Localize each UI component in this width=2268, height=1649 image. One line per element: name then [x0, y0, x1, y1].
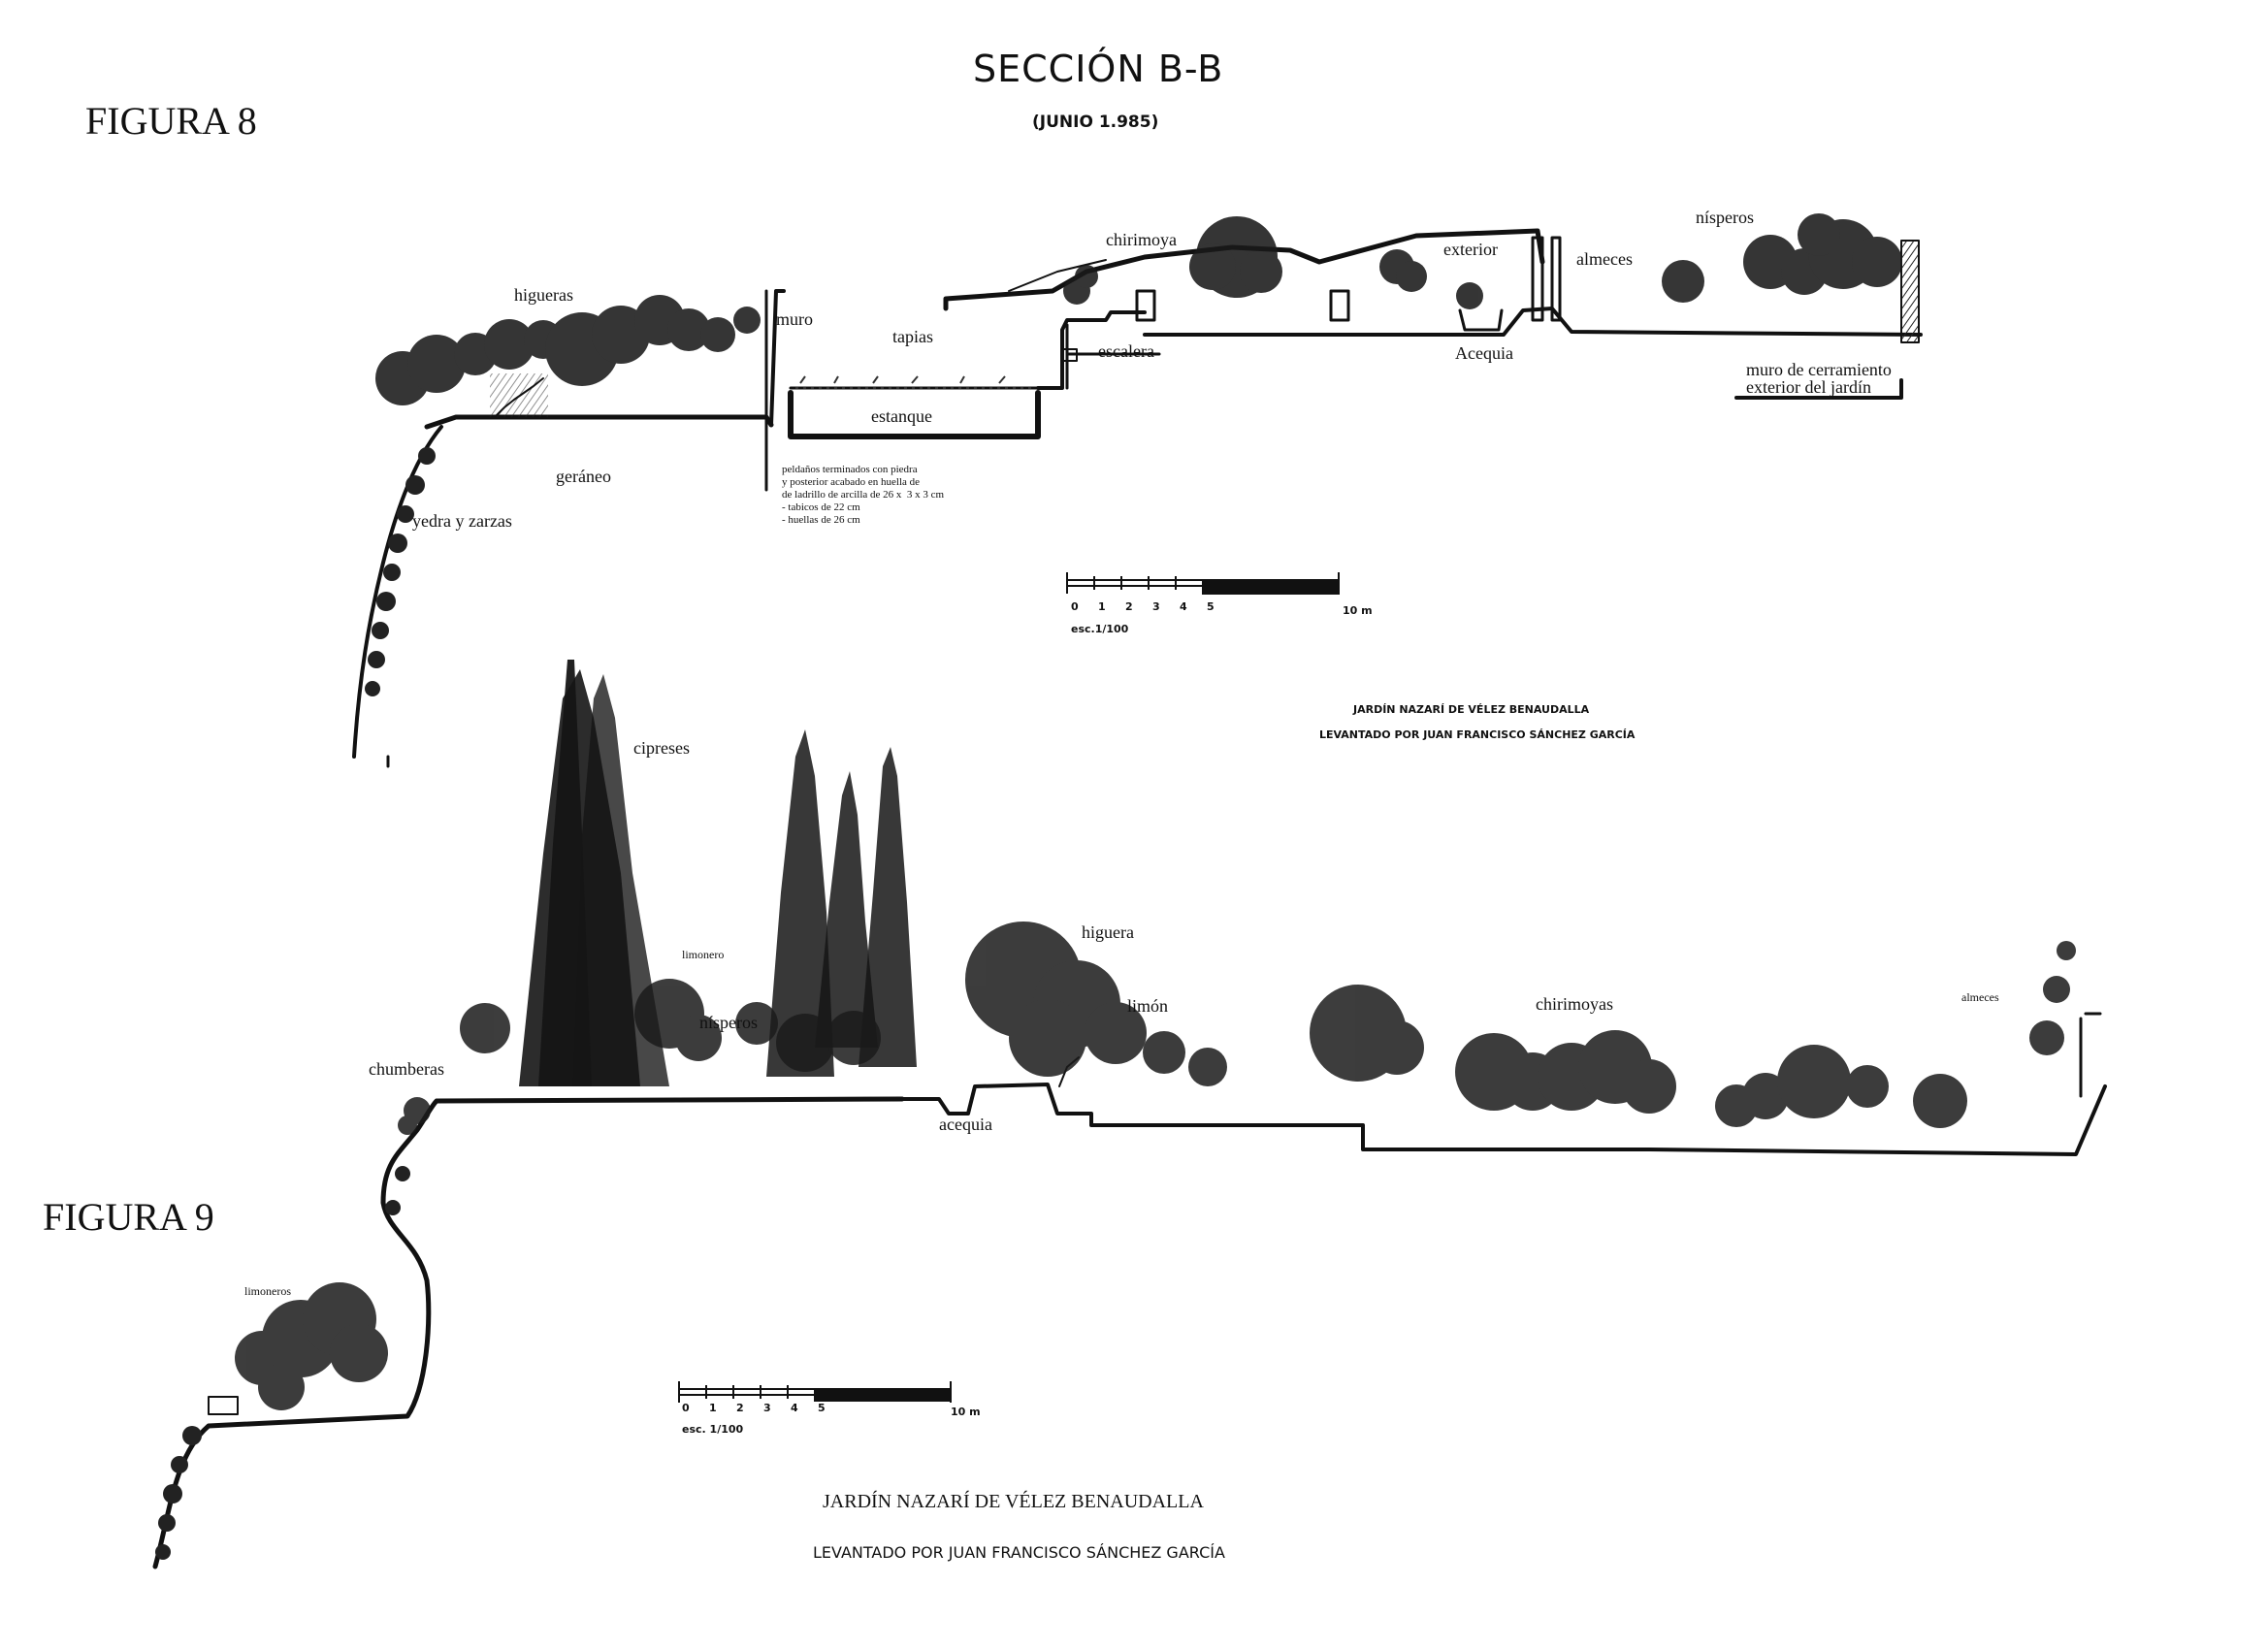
fig9-scale-tick-0: 0 — [682, 1402, 690, 1414]
label-acequia-9: acequia — [939, 1115, 992, 1134]
fig8-scale-tick-0: 0 — [1071, 600, 1079, 613]
fig9-cliff-vegetation — [155, 1166, 410, 1560]
section-title: SECCIÓN B-B — [973, 48, 1224, 90]
label-almeces-9: almeces — [1961, 990, 1999, 1004]
label-escalera: escalera — [1098, 341, 1154, 361]
fig9-scale-end: 10 m — [951, 1406, 981, 1418]
label-higueras: higueras — [514, 285, 573, 305]
label-limonero: limonero — [682, 948, 725, 961]
fig8-credit-title: JARDÍN NAZARÍ DE VÉLEZ BENAUDALLA — [1353, 703, 1590, 716]
fig8-scale-tick-4: 4 — [1180, 600, 1187, 613]
fig9-scale-tick-3: 3 — [763, 1402, 771, 1414]
fig9-scale-caption: esc. 1/100 — [682, 1423, 744, 1436]
label-tapias: tapias — [892, 327, 933, 346]
fig9-foliage — [235, 922, 2076, 1410]
construction-note: peldaños terminados con piedra y posteri… — [782, 464, 945, 526]
fig8-scale-end: 10 m — [1343, 604, 1373, 617]
figure-9-label: FIGURA 9 — [43, 1195, 214, 1239]
label-geraneo: geráneo — [556, 467, 611, 486]
label-estanque: estanque — [871, 406, 932, 426]
fig9-scale-tick-2: 2 — [736, 1402, 744, 1414]
fig8-scale-tick-2: 2 — [1125, 600, 1133, 613]
fig9-section — [152, 1012, 2107, 1569]
label-muro-cerramiento-1: muro de cerramiento — [1746, 360, 1892, 379]
label-cipreses: cipreses — [633, 738, 690, 758]
fig8-scale-tick-3: 3 — [1152, 600, 1160, 613]
label-chirimoya: chirimoya — [1106, 230, 1177, 249]
fig9-scale-tick-4: 4 — [791, 1402, 798, 1414]
fig8-foliage — [375, 213, 1902, 405]
fig8-ivy — [365, 447, 436, 696]
label-chirimoyas: chirimoyas — [1536, 994, 1613, 1014]
label-nisperos-9: nísperos — [699, 1013, 758, 1032]
label-limoneros: limoneros — [244, 1284, 291, 1298]
figure-8-label: FIGURA 8 — [85, 99, 257, 143]
fig8-scale-bar — [1066, 572, 1340, 595]
label-muro: muro — [776, 309, 813, 329]
fig8-scale-caption: esc.1/100 — [1071, 623, 1129, 635]
label-nisperos: nísperos — [1696, 208, 1754, 227]
label-higuera: higuera — [1082, 922, 1134, 942]
fig9-credit-title: JARDÍN NAZARÍ DE VÉLEZ BENAUDALLA — [823, 1491, 1204, 1512]
fig9-scale-tick-1: 1 — [709, 1402, 717, 1414]
label-yedra-zarzas: yedra y zarzas — [412, 511, 512, 531]
fig8-scale-tick-1: 1 — [1098, 600, 1106, 613]
fig9-scale-tick-5: 5 — [818, 1402, 826, 1414]
fig8-section — [352, 228, 1923, 768]
label-chumberas: chumberas — [369, 1059, 444, 1079]
label-acequia: Acequia — [1455, 343, 1513, 363]
fig9-scale-bar — [678, 1381, 952, 1403]
label-almeces: almeces — [1576, 249, 1633, 269]
fig9-credit-author: LEVANTADO POR JUAN FRANCISCO SÁNCHEZ GAR… — [813, 1543, 1225, 1562]
fig8-pond-grass — [795, 375, 1033, 389]
label-exterior: exterior — [1443, 240, 1498, 259]
label-muro-cerramiento-2: exterior del jardín — [1746, 377, 1871, 397]
label-limon: limón — [1127, 996, 1169, 1016]
fig8-scale-tick-5: 5 — [1207, 600, 1215, 613]
section-date: (JUNIO 1.985) — [1032, 113, 1159, 132]
fig8-credit-author: LEVANTADO POR JUAN FRANCISCO SÁNCHEZ GAR… — [1319, 728, 1636, 741]
fig9-cypresses — [519, 660, 917, 1086]
